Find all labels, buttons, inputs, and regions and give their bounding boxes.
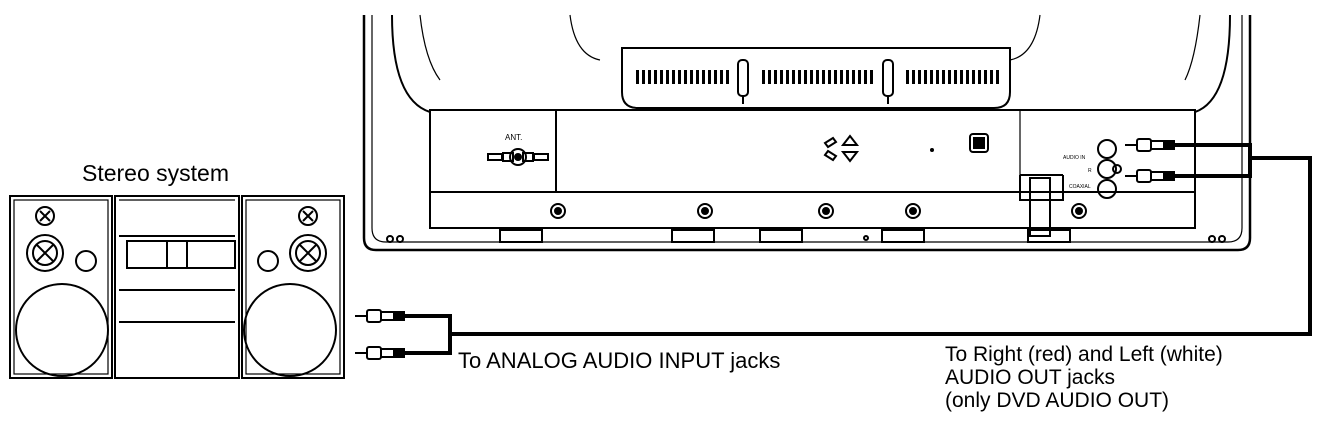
- stereo-system-label: Stereo system: [82, 160, 229, 186]
- stereo-system-icon: [9, 195, 345, 379]
- jack-label-audio-in: AUDIO IN: [1063, 155, 1086, 161]
- antenna-jack-icon: [487, 148, 549, 166]
- jack-label-r: R: [1088, 168, 1092, 174]
- audio-cable-icon: [404, 143, 1312, 355]
- indicator-dot: [930, 148, 934, 152]
- tv-rear-panel-icon: [362, 14, 1252, 252]
- analog-input-label: To ANALOG AUDIO INPUT jacks: [458, 348, 781, 373]
- audio-out-line-1: To Right (red) and Left (white): [945, 343, 1223, 366]
- audio-out-line-2: AUDIO OUT jacks: [945, 366, 1115, 389]
- audio-out-label: To Right (red) and Left (white) AUDIO OU…: [945, 343, 1223, 412]
- antenna-label: ANT.: [505, 133, 522, 142]
- vent-slots: [636, 70, 999, 84]
- audio-out-line-3: (only DVD AUDIO OUT): [945, 389, 1170, 412]
- screw-icons: [386, 203, 1226, 243]
- rca-plug-icon: [1125, 138, 1175, 183]
- av-jacks-icon: [1019, 139, 1122, 237]
- rca-plug-icon: [355, 309, 405, 360]
- handle-icon: [737, 59, 894, 104]
- jack-label-coaxial: COAXIAL: [1069, 184, 1091, 190]
- power-socket-icon: [969, 133, 989, 153]
- arrow-buttons-icon: [823, 134, 860, 163]
